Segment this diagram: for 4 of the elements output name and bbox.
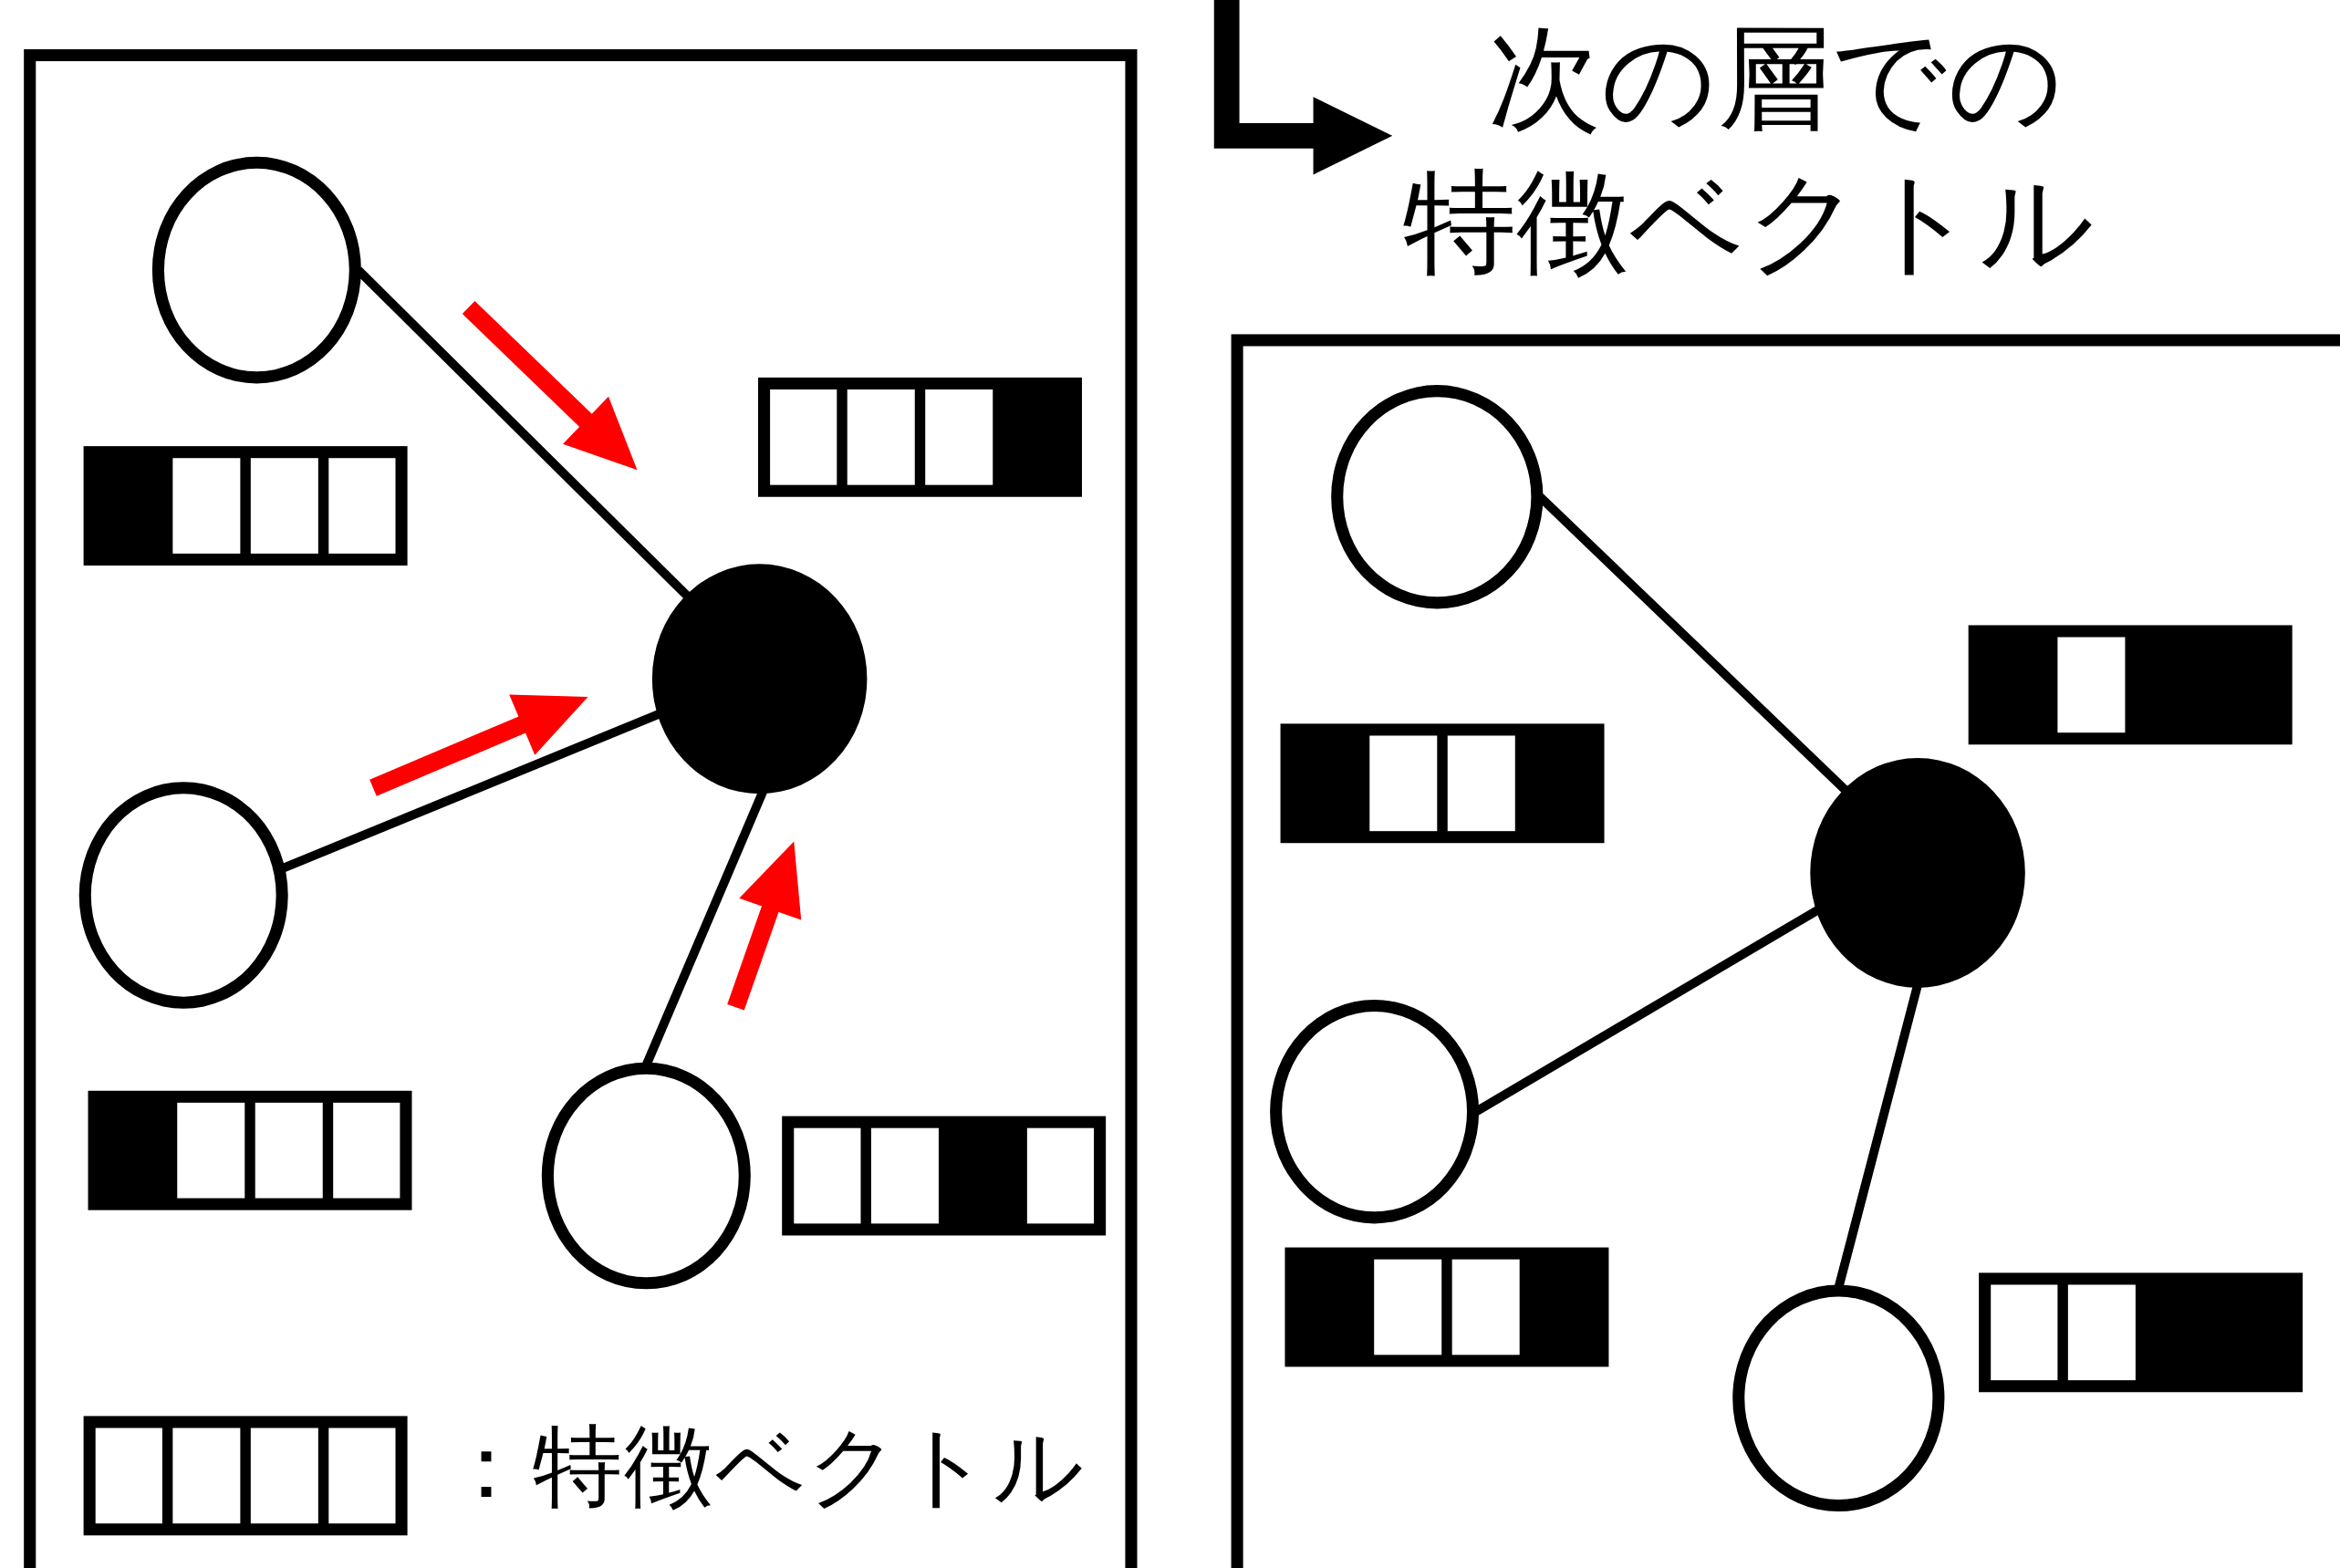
panel-frame — [24, 49, 1138, 1568]
panel-frame — [1231, 334, 2340, 1568]
legend-text: ：特徴ベクトル — [442, 1412, 1086, 1520]
heading-text: 次の層での特徴ベクトル — [1402, 11, 2096, 290]
